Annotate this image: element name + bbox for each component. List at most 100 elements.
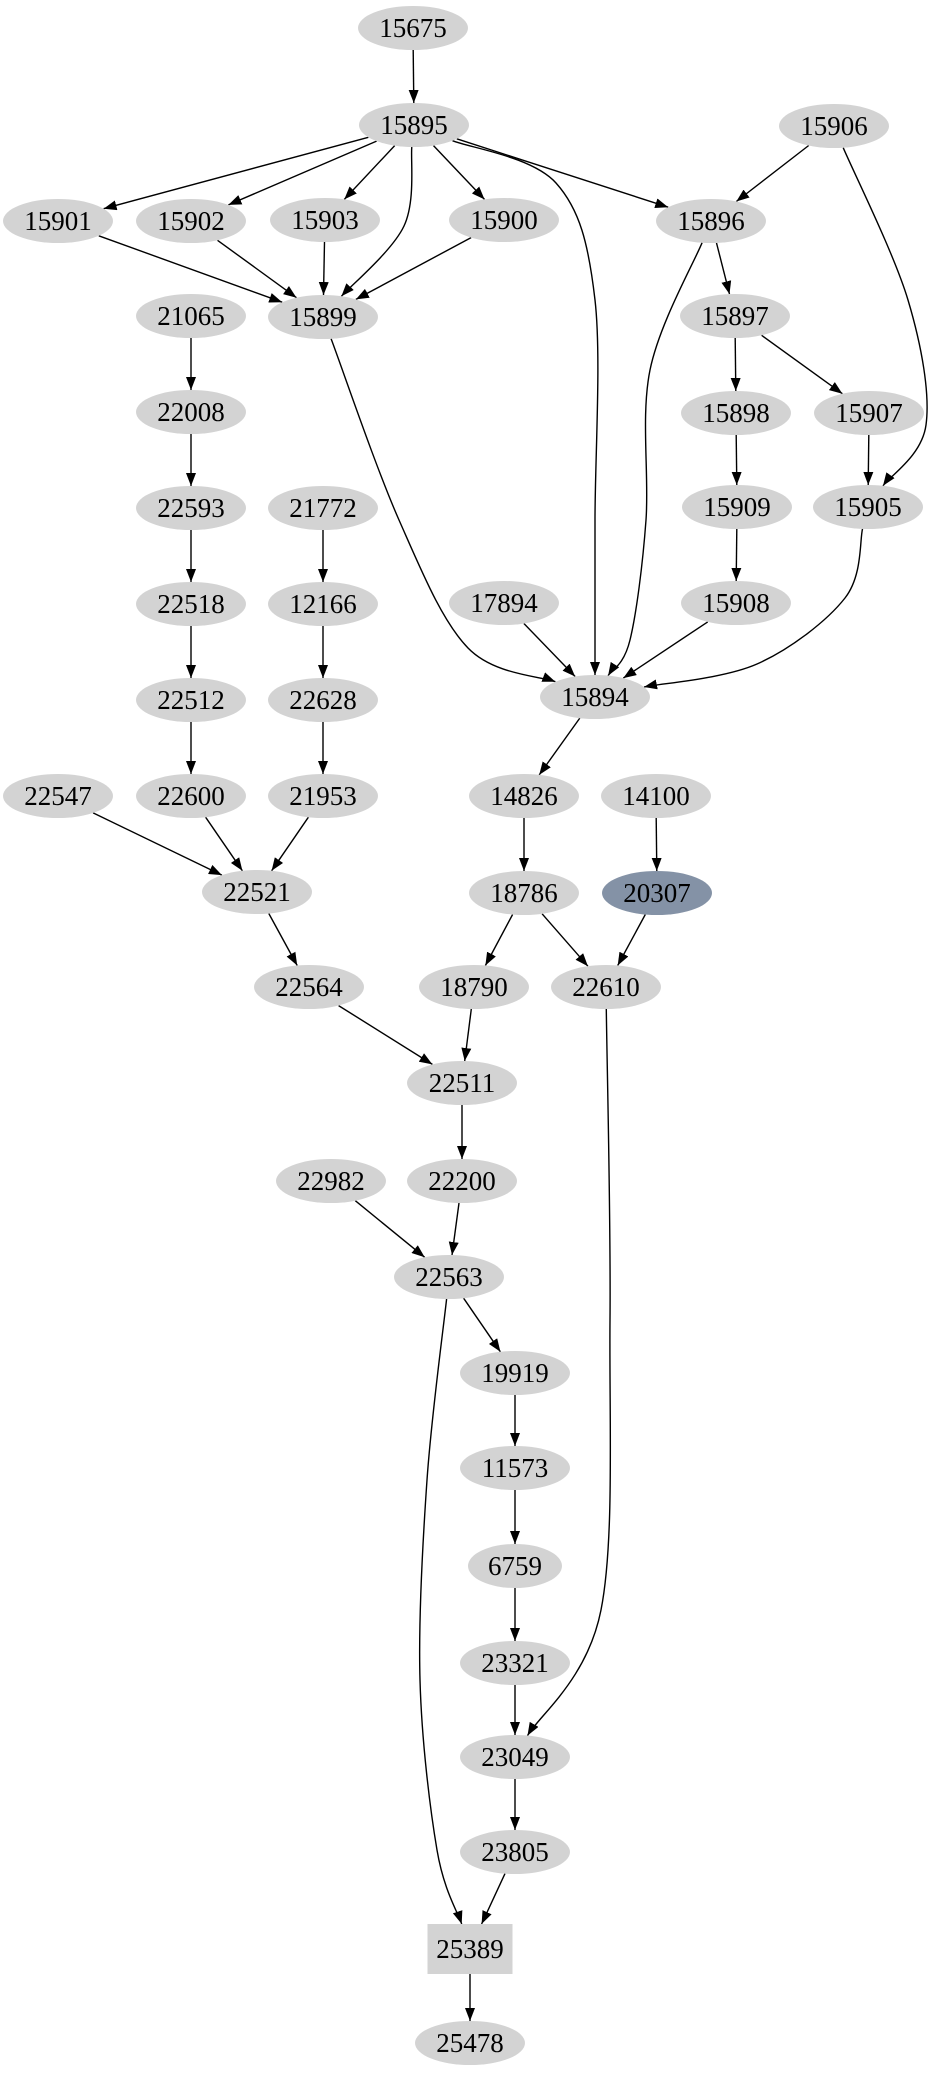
edge-15895-15899 xyxy=(340,146,413,297)
node-ellipse-15675 xyxy=(358,6,468,50)
node-ellipse-15909 xyxy=(682,485,792,529)
node-ellipse-15900 xyxy=(449,198,559,242)
edge-15894-14826 xyxy=(538,717,581,776)
node-12166: 12166 xyxy=(268,582,378,626)
node-18786: 18786 xyxy=(469,871,579,915)
node-ellipse-15902 xyxy=(136,199,246,243)
node-ellipse-22518 xyxy=(136,582,246,626)
node-15675: 15675 xyxy=(358,6,468,50)
node-label-22564: 22564 xyxy=(275,972,343,1002)
edge-22521-22564 xyxy=(268,913,298,966)
node-15906: 15906 xyxy=(779,104,889,148)
node-22511: 22511 xyxy=(407,1061,517,1105)
node-15903: 15903 xyxy=(270,198,380,242)
node-15899: 15899 xyxy=(268,295,378,339)
node-label-18786: 18786 xyxy=(490,878,558,908)
node-15895: 15895 xyxy=(359,103,469,147)
node-22521: 22521 xyxy=(202,870,312,914)
node-label-21953: 21953 xyxy=(289,781,357,811)
node-25389: 25389 xyxy=(427,1924,513,1974)
node-ellipse-6759 xyxy=(468,1544,562,1588)
edge-18790-22511 xyxy=(461,1008,472,1062)
node-label-15895: 15895 xyxy=(380,110,448,140)
node-label-11573: 11573 xyxy=(482,1453,549,1483)
edge-15895-15900 xyxy=(432,145,486,200)
node-ellipse-22610 xyxy=(551,965,661,1009)
node-label-14826: 14826 xyxy=(490,781,558,811)
node-ellipse-11573 xyxy=(460,1446,570,1490)
node-box-25389 xyxy=(427,1924,513,1974)
node-22518: 22518 xyxy=(136,582,246,626)
edge-22563-25389 xyxy=(418,1298,463,1925)
node-ellipse-23805 xyxy=(460,1830,570,1874)
node-label-25478: 25478 xyxy=(436,2028,504,2058)
node-label-22008: 22008 xyxy=(157,397,225,427)
node-label-15894: 15894 xyxy=(561,682,629,712)
node-14826: 14826 xyxy=(469,774,579,818)
node-ellipse-14100 xyxy=(601,774,711,818)
node-ellipse-15898 xyxy=(681,391,791,435)
edge-15907-15905 xyxy=(863,434,874,486)
edge-18786-22610 xyxy=(541,913,589,967)
node-label-23049: 23049 xyxy=(481,1742,549,1772)
node-label-19919: 19919 xyxy=(481,1358,549,1388)
node-17894: 17894 xyxy=(449,581,559,625)
edge-15898-15909 xyxy=(731,434,742,486)
node-label-22547: 22547 xyxy=(24,781,92,811)
edge-18786-18790 xyxy=(484,914,514,966)
node-label-22512: 22512 xyxy=(157,685,225,715)
edge-15909-15908 xyxy=(731,528,742,582)
node-22008: 22008 xyxy=(136,390,246,434)
node-ellipse-15896 xyxy=(656,199,766,243)
node-ellipse-21772 xyxy=(268,486,378,530)
edge-15675-15895 xyxy=(408,49,419,104)
node-ellipse-15905 xyxy=(813,485,923,529)
node-label-15675: 15675 xyxy=(379,13,447,43)
node-ellipse-12166 xyxy=(268,582,378,626)
node-label-23805: 23805 xyxy=(481,1837,549,1867)
node-15905: 15905 xyxy=(813,485,923,529)
edge-15906-15905 xyxy=(842,147,928,487)
node-19919: 19919 xyxy=(460,1351,570,1395)
node-label-15905: 15905 xyxy=(834,492,902,522)
edge-15895-15902 xyxy=(228,140,377,206)
node-ellipse-22512 xyxy=(136,678,246,722)
node-21953: 21953 xyxy=(268,774,378,818)
node-ellipse-22008 xyxy=(136,390,246,434)
node-22200: 22200 xyxy=(407,1159,517,1203)
node-21772: 21772 xyxy=(268,486,378,530)
node-label-22982: 22982 xyxy=(297,1166,365,1196)
node-label-22628: 22628 xyxy=(289,685,357,715)
node-label-6759: 6759 xyxy=(488,1551,542,1581)
node-ellipse-25478 xyxy=(415,2021,525,2065)
node-ellipse-14826 xyxy=(469,774,579,818)
node-15896: 15896 xyxy=(656,199,766,243)
node-ellipse-21065 xyxy=(136,294,246,338)
edge-15895-15894 xyxy=(452,140,600,675)
node-18790: 18790 xyxy=(419,965,529,1009)
node-label-14100: 14100 xyxy=(622,781,690,811)
node-ellipse-17894 xyxy=(449,581,559,625)
edge-15896-15897 xyxy=(715,242,732,295)
node-ellipse-15894 xyxy=(540,675,650,719)
node-label-15896: 15896 xyxy=(677,206,745,236)
node-ellipse-15899 xyxy=(268,295,378,339)
edge-22610-23049 xyxy=(526,1008,612,1736)
node-ellipse-22982 xyxy=(276,1159,386,1203)
node-ellipse-15901 xyxy=(3,199,113,243)
node-ellipse-15895 xyxy=(359,103,469,147)
node-ellipse-15897 xyxy=(680,294,790,338)
node-label-17894: 17894 xyxy=(470,588,538,618)
edge-15895-15903 xyxy=(343,145,396,200)
node-23049: 23049 xyxy=(460,1735,570,1779)
node-21065: 21065 xyxy=(136,294,246,338)
node-ellipse-22593 xyxy=(136,486,246,530)
node-22610: 22610 xyxy=(551,965,661,1009)
node-label-23321: 23321 xyxy=(481,1648,549,1678)
node-label-15899: 15899 xyxy=(289,302,357,332)
node-22628: 22628 xyxy=(268,678,378,722)
node-ellipse-22628 xyxy=(268,678,378,722)
edge-23805-25389 xyxy=(480,1873,506,1925)
node-label-15906: 15906 xyxy=(800,111,868,141)
